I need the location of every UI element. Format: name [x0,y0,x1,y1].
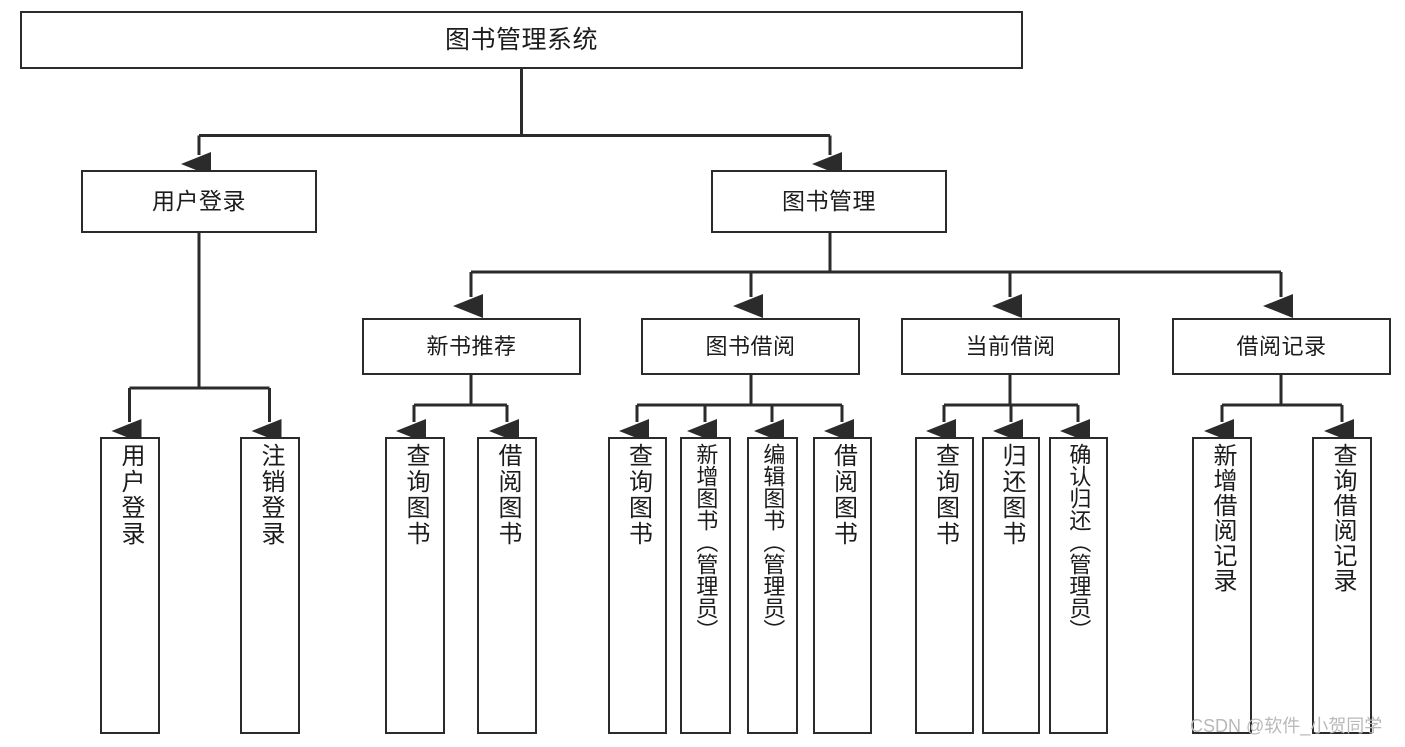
leaf-return-book-label: 归还图书 [997,443,1025,547]
node-book-management-label: 图书管理 [782,188,876,214]
leaf-add-book-admin[interactable]: 新增图书（管理员） [680,437,731,734]
node-current-borrow-label: 当前借阅 [965,333,1056,359]
leaf-add-borrow-record[interactable]: 新增借阅记录 [1192,437,1252,734]
node-new-book-recommend-label: 新书推荐 [426,333,517,359]
leaf-borrow-book-label: 借阅图书 [829,443,857,547]
leaf-query-book-borrow[interactable]: 查询图书 [608,437,667,734]
leaf-add-borrow-record-label: 新增借阅记录 [1208,443,1236,593]
leaf-edit-book-admin[interactable]: 编辑图书（管理员） [747,437,798,734]
node-user-login-label: 用户登录 [152,188,246,214]
csdn-watermark: CSDN @软件_小贺同学 [1190,716,1383,736]
node-borrow-record-label: 借阅记录 [1236,333,1327,359]
leaf-user-login-label: 用户登录 [116,443,144,547]
leaf-query-book-current[interactable]: 查询图书 [915,437,974,734]
leaf-return-book[interactable]: 归还图书 [982,437,1040,734]
leaf-logout-label: 注销登录 [256,443,284,547]
node-root-label: 图书管理系统 [444,25,598,54]
node-current-borrow[interactable]: 当前借阅 [901,318,1120,375]
leaf-logout[interactable]: 注销登录 [240,437,300,734]
node-book-borrow-label: 图书借阅 [705,333,796,359]
leaf-borrow-book-recommend-label: 借阅图书 [493,443,521,547]
leaf-borrow-book-recommend[interactable]: 借阅图书 [477,437,537,734]
leaf-add-book-admin-label: 新增图书（管理员） [693,443,719,641]
leaf-confirm-return-admin-label: 确认归还（管理员） [1066,443,1092,641]
leaf-query-book-recommend[interactable]: 查询图书 [385,437,445,734]
leaf-query-borrow-record[interactable]: 查询借阅记录 [1312,437,1372,734]
leaf-query-borrow-record-label: 查询借阅记录 [1328,443,1356,593]
leaf-query-book-borrow-label: 查询图书 [624,443,652,547]
leaf-edit-book-admin-label: 编辑图书（管理员） [760,443,786,641]
leaf-borrow-book[interactable]: 借阅图书 [813,437,872,734]
node-book-management[interactable]: 图书管理 [711,170,947,233]
node-new-book-recommend[interactable]: 新书推荐 [362,318,581,375]
leaf-query-book-recommend-label: 查询图书 [401,443,429,547]
leaf-user-login[interactable]: 用户登录 [100,437,160,734]
node-borrow-record[interactable]: 借阅记录 [1172,318,1391,375]
node-book-borrow[interactable]: 图书借阅 [641,318,860,375]
node-root[interactable]: 图书管理系统 [20,11,1023,69]
leaf-query-book-current-label: 查询图书 [931,443,959,547]
node-user-login[interactable]: 用户登录 [81,170,317,233]
leaf-confirm-return-admin[interactable]: 确认归还（管理员） [1049,437,1108,734]
